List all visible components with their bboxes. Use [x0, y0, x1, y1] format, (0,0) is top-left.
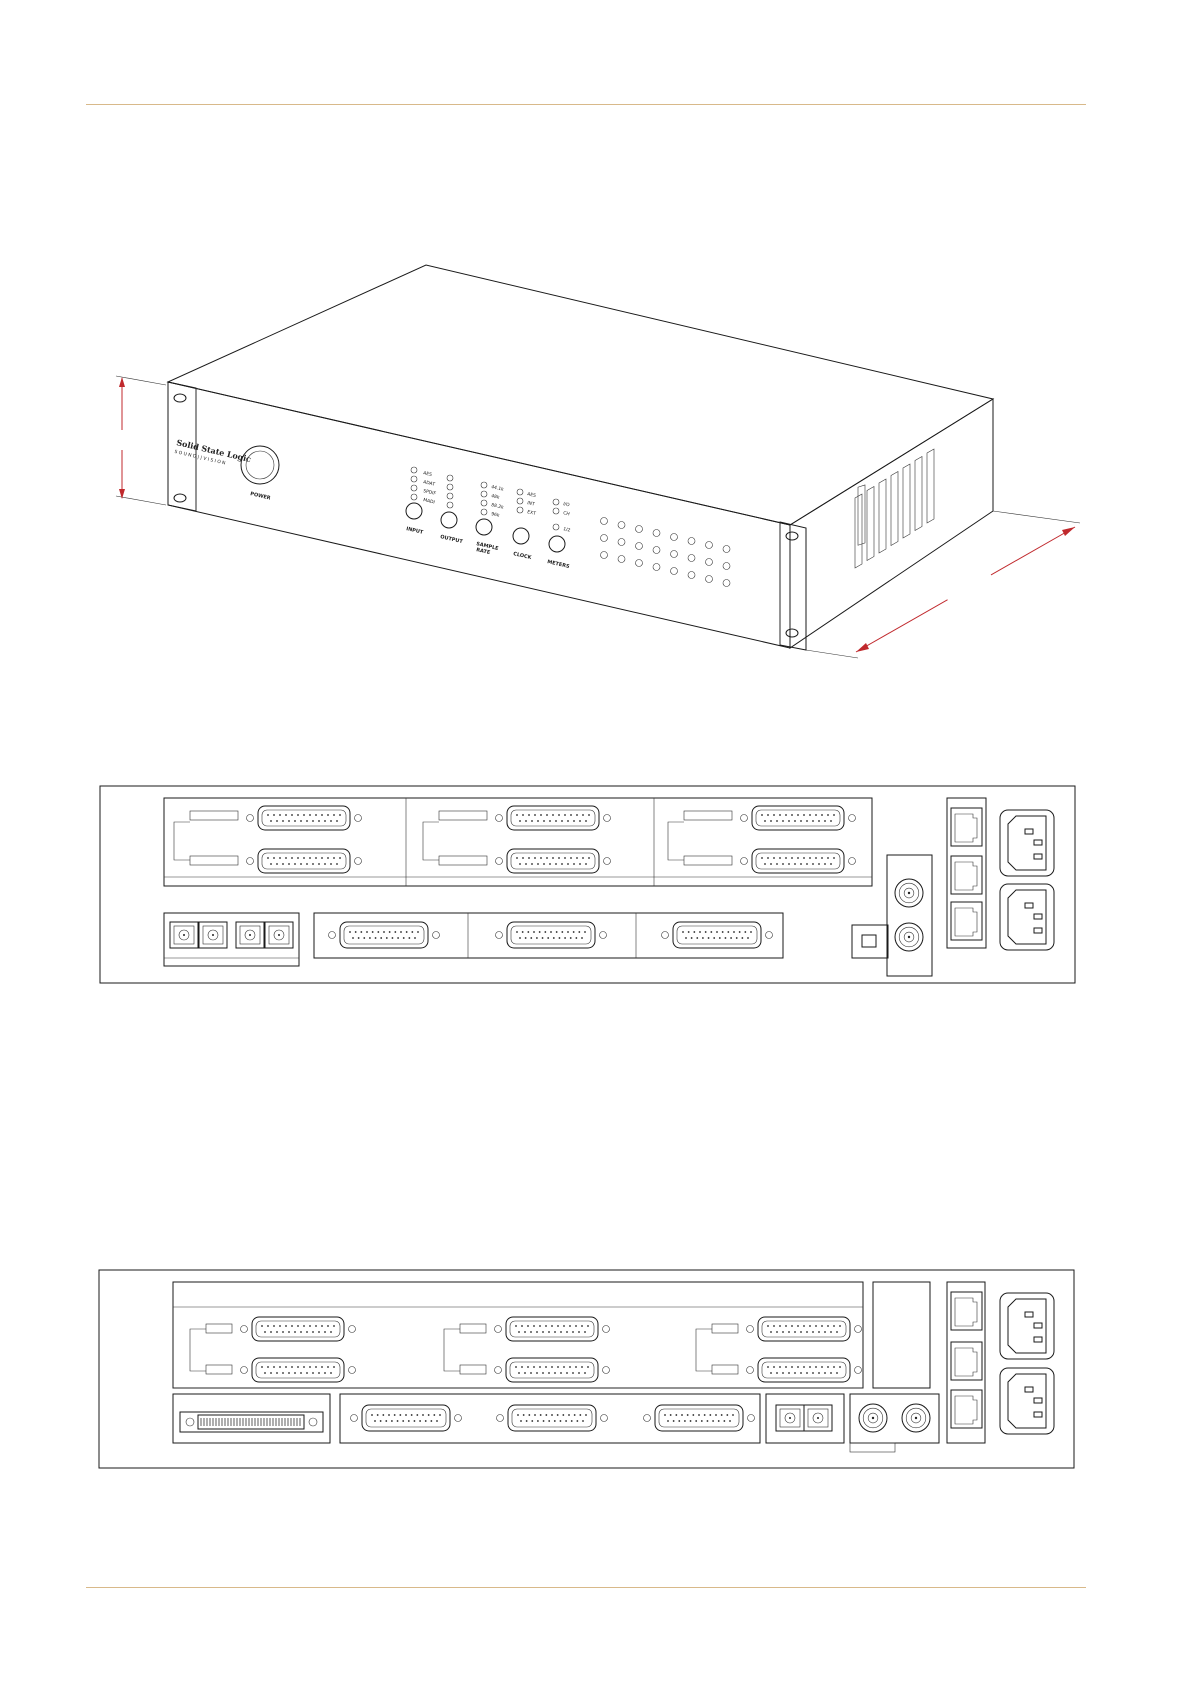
label-strip	[190, 856, 238, 865]
usb-port	[852, 925, 888, 958]
label-strip	[439, 811, 487, 820]
dsub-connector	[496, 849, 611, 873]
dsub-connector	[496, 806, 611, 830]
rear-panel-outline	[100, 786, 1075, 983]
rj45-module	[947, 798, 986, 948]
optical-port	[170, 922, 198, 948]
dsub-connector	[741, 806, 856, 830]
bnc-connector	[895, 879, 923, 907]
dsub-connector	[741, 849, 856, 873]
link-bracket	[423, 822, 439, 860]
iec-power-inlet	[1000, 810, 1054, 876]
label-strip	[190, 811, 238, 820]
rj45-port	[951, 902, 982, 940]
optical-port	[236, 922, 264, 948]
rj45-port	[951, 856, 982, 894]
dsub-connector	[329, 922, 440, 948]
dsub-connector	[247, 806, 362, 830]
link-bracket	[668, 822, 684, 860]
dsub-connector	[662, 922, 773, 948]
bnc-connector	[895, 923, 923, 951]
bnc-module	[887, 855, 932, 976]
iec-power-inlet	[1000, 884, 1054, 950]
label-strip	[684, 856, 732, 865]
dsub-connector	[496, 922, 607, 948]
label-strip	[439, 856, 487, 865]
link-bracket	[174, 822, 190, 860]
optical-port	[199, 922, 227, 948]
optical-port	[265, 922, 293, 948]
rj45-port	[951, 808, 982, 846]
dsub-connector	[247, 849, 362, 873]
label-strip	[684, 811, 732, 820]
